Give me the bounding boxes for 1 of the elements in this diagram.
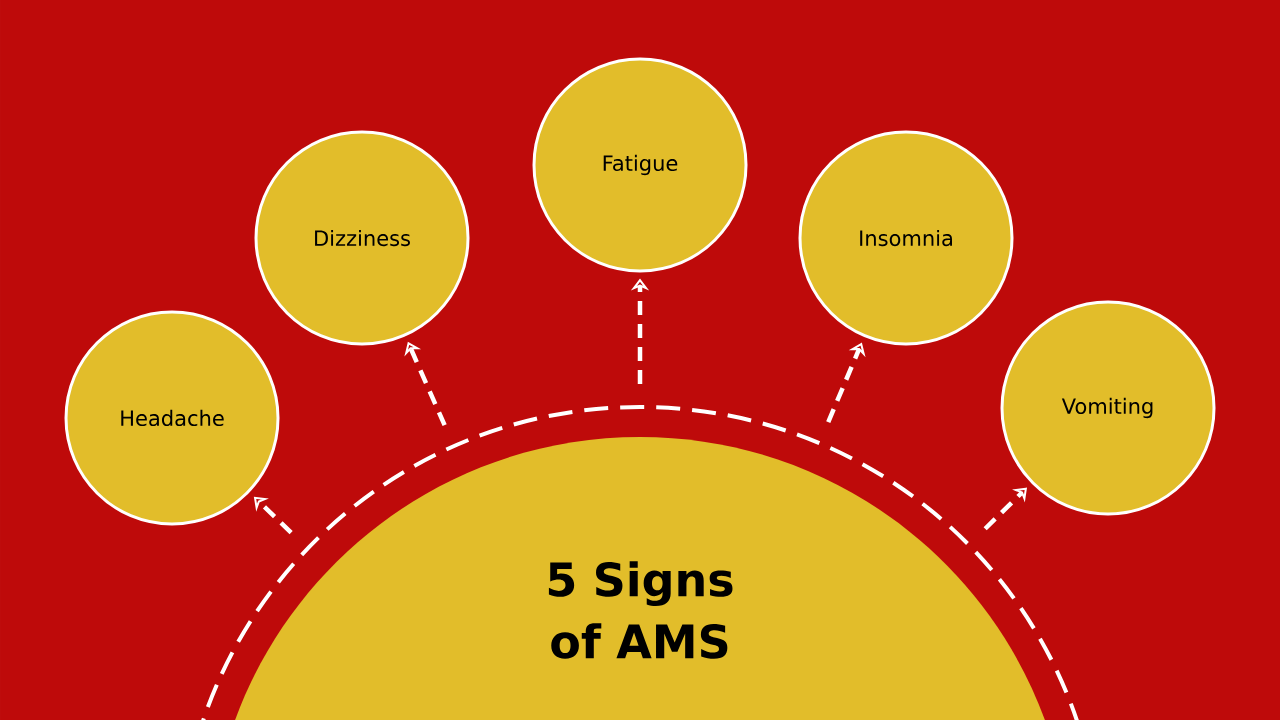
title-text: 5 Signs of AMS bbox=[548, 561, 733, 659]
